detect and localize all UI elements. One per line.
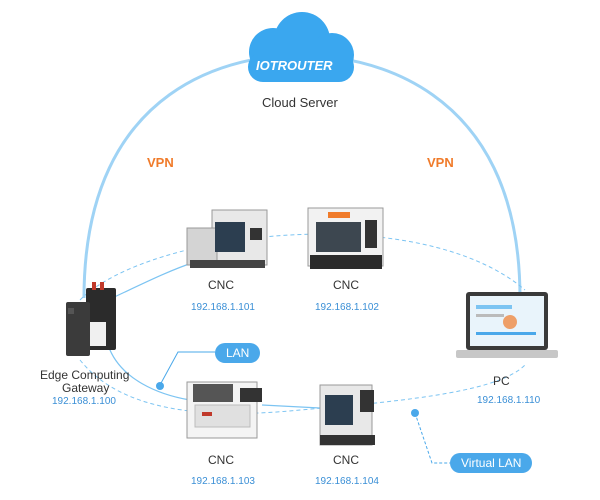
pc-laptop-icon [456, 292, 558, 358]
cloud-server-label: Cloud Server [262, 95, 338, 110]
vpn-label-left: VPN [147, 155, 174, 170]
lan-link-upper [79, 233, 526, 301]
virtual-lan-node-dot [411, 409, 419, 417]
lan-solid-upper [107, 261, 196, 301]
virtual-lan-connector [414, 412, 450, 464]
cnc-3-label: CNC [208, 453, 234, 467]
virtual-lan-tag: Virtual LAN [450, 453, 533, 473]
cnc-3-icon [186, 381, 262, 439]
cloud-icon [248, 12, 354, 82]
cnc-4-label: CNC [333, 453, 359, 467]
cnc-4-ip: 192.168.1.104 [315, 476, 379, 487]
edge-gateway-icon [66, 282, 116, 356]
lan-tag: LAN [215, 343, 261, 363]
lan-solid-cnc3-cnc4 [261, 404, 321, 409]
cnc-1-label: CNC [208, 278, 234, 292]
cnc-2-label: CNC [333, 278, 359, 292]
cnc-2-icon [307, 207, 384, 269]
pc-ip: 192.168.1.110 [477, 395, 541, 406]
gateway-label-line2: Gateway [62, 381, 110, 395]
gateway-ip: 192.168.1.100 [52, 396, 116, 407]
cnc-1-ip: 192.168.1.101 [191, 302, 255, 313]
vpn-label-right: VPN [427, 155, 454, 170]
cnc-3-ip: 192.168.1.103 [191, 476, 255, 487]
lan-link-lower [79, 359, 526, 414]
cnc-2-ip: 192.168.1.102 [315, 302, 379, 313]
lan-solid-lower [107, 344, 191, 401]
pc-label: PC [493, 374, 510, 388]
cnc-1-icon [186, 209, 268, 268]
cloud-logo-text: IOTROUTER [256, 58, 333, 73]
lan-tag-connector [159, 351, 215, 386]
cnc-4-icon [319, 384, 375, 446]
lan-node-dot [156, 382, 164, 390]
gateway-label-line1: Edge Computing [40, 368, 130, 382]
